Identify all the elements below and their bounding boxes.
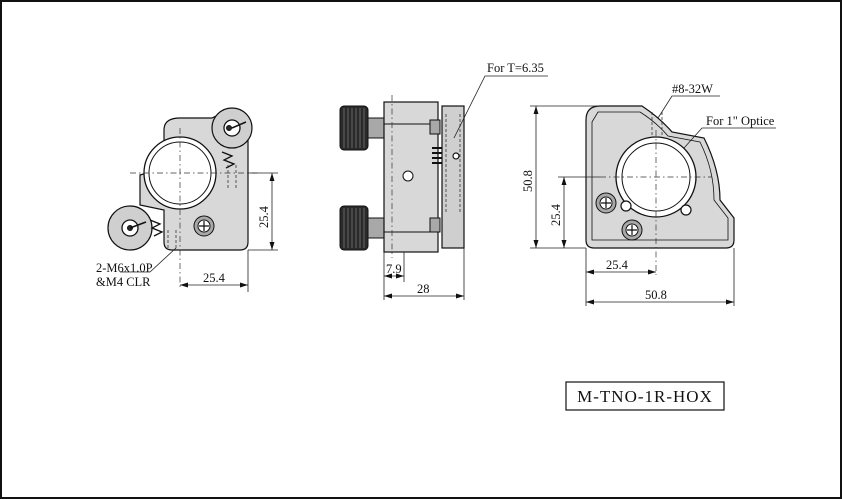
callout-thickness: For T=6.35 [487, 61, 544, 75]
dim-back-total-width: 50.8 [645, 288, 667, 302]
back-view [530, 95, 776, 306]
part-number-box [565, 381, 725, 411]
callout-thread-front: 2-M6x1.0P [96, 261, 153, 275]
dim-side-small: 7.9 [386, 262, 402, 276]
front-view [107, 107, 278, 292]
part-number: M-TNO-1R-HOX [577, 387, 713, 406]
callout-thread-back: #8-32W [672, 82, 713, 96]
callout-optic: For 1" Optice [706, 114, 775, 128]
dim-back-center-height: 25.4 [549, 203, 563, 226]
callout-clearance-front: &M4 CLR [96, 275, 151, 289]
dim-side-depth: 28 [417, 282, 430, 296]
dim-back-center-width: 25.4 [606, 258, 629, 272]
front-plate [441, 105, 465, 249]
dim-back-total-height: 50.8 [521, 170, 535, 192]
dim-front-width: 25.4 [203, 271, 226, 285]
side-view [339, 75, 548, 300]
dim-front-height: 25.4 [257, 205, 271, 228]
